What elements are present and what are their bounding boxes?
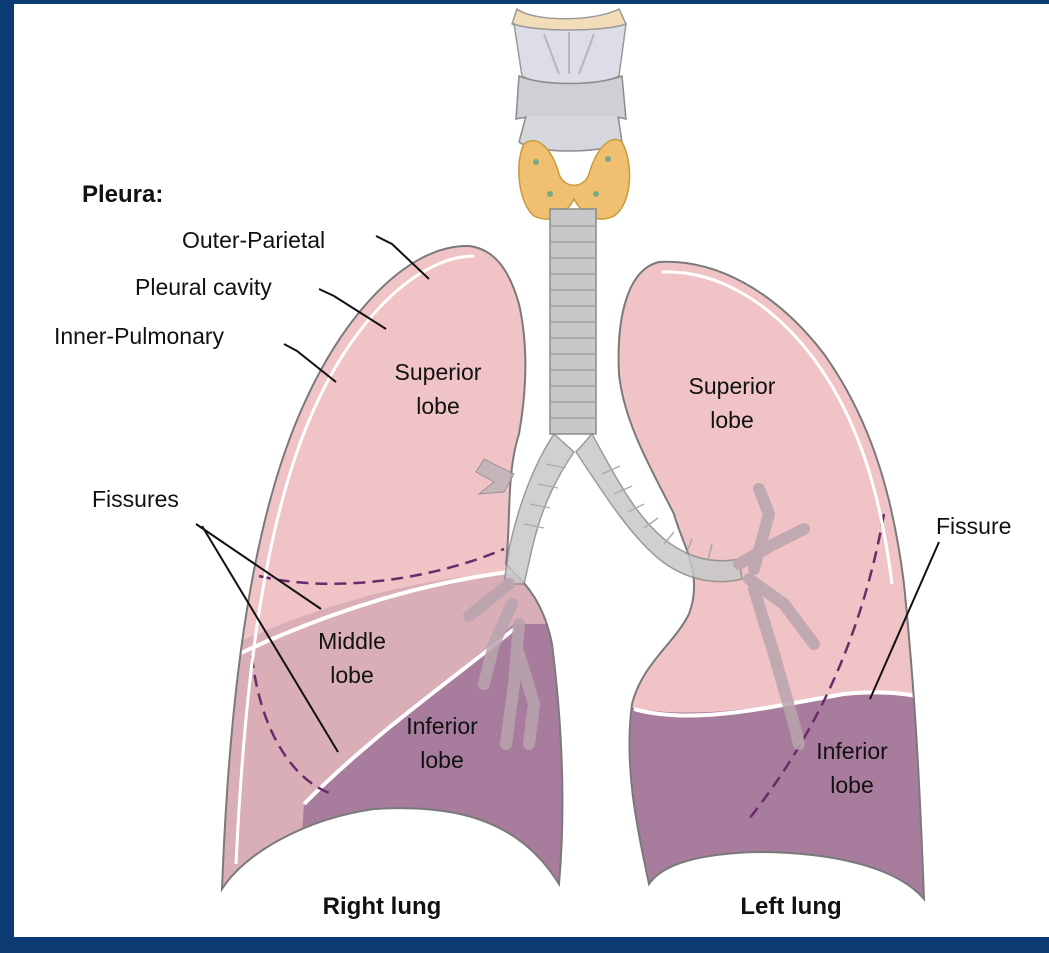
right-lung-label: Right lung (323, 893, 442, 920)
right-middle-lobe-label-line2: lobe (330, 662, 373, 688)
left-superior-lobe-label-line1: Superior (689, 373, 776, 399)
trachea (550, 209, 596, 434)
lung-anatomy-diagram: Pleura: Outer-Parietal Pleural cavity In… (14, 4, 1049, 937)
pleural-cavity-label: Pleural cavity (135, 274, 272, 300)
fissure-label: Fissure (936, 513, 1011, 539)
fissures-label: Fissures (92, 486, 179, 512)
pleura-heading: Pleura: (82, 181, 163, 208)
right-inferior-lobe-label-line1: Inferior (406, 713, 478, 739)
outer-parietal-label: Outer-Parietal (182, 227, 325, 253)
right-superior-lobe-label-line1: Superior (395, 359, 482, 385)
left-inferior-lobe-label-line1: Inferior (816, 738, 888, 764)
inner-pulmonary-label: Inner-Pulmonary (54, 323, 225, 349)
left-superior-lobe-label-line2: lobe (710, 407, 753, 433)
larynx (512, 9, 626, 151)
diagram-frame: Pleura: Outer-Parietal Pleural cavity In… (14, 4, 1049, 937)
right-superior-lobe-label-line2: lobe (416, 393, 459, 419)
left-lung-label: Left lung (740, 893, 841, 920)
right-inferior-lobe-label-line2: lobe (420, 747, 463, 773)
right-middle-lobe-label-line1: Middle (318, 628, 386, 654)
left-inferior-lobe-label-line2: lobe (830, 772, 873, 798)
